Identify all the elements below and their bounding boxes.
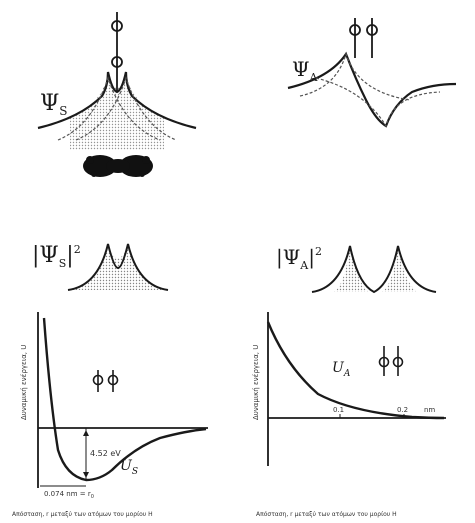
tick-label-0-1: 0.1: [333, 406, 344, 414]
psi-s-atomic-2: [75, 76, 177, 141]
equilibrium-distance-label: 0.074 nm = r0: [44, 490, 94, 500]
right-potential-graph: 0.1 0.2 nm UA Δυναμική ενέργεια, U Απόστ…: [252, 312, 446, 518]
psi-s-squared-panel: |ΨS|2: [32, 243, 169, 291]
antibonding-curve: [266, 321, 445, 420]
psi-a-squared-label: |ΨA|2: [276, 245, 322, 272]
spin-arrows-icon: [111, 12, 123, 92]
right-curve-label: UA: [332, 360, 351, 379]
binding-energy-label: 4.52 eV: [90, 449, 121, 458]
marker-arrow-up: [83, 430, 89, 436]
psi-s-wavefunction: [37, 71, 197, 130]
psi-a-squared-shade-2: [382, 248, 418, 292]
psi-a-positive-part: [299, 51, 411, 101]
left-curve-label: US: [120, 458, 138, 477]
psi-a-squared-shade-1: [334, 248, 370, 292]
psi-a-label: ΨA: [292, 57, 319, 84]
psi-s-squared-label: |ΨS|2: [32, 243, 81, 270]
psi-s-atomic-1: [57, 76, 161, 141]
psi-s-label: ΨS: [40, 91, 68, 118]
left-x-axis-label: Απόσταση, r μεταξύ των ατόμων του μορίου…: [12, 511, 153, 518]
psi-s-panel: ΨS: [37, 12, 197, 177]
psi-a-squared-panel: |ΨA|2: [276, 245, 437, 294]
psi-a-panel: ΨA: [287, 18, 457, 128]
psi-s-overlap-shade: [70, 78, 164, 150]
spin-parallel-icon: [378, 346, 404, 376]
psi-a-wavefunction: [287, 51, 457, 128]
bonding-curve: [42, 317, 207, 482]
spin-pair-icon: [92, 370, 119, 392]
marker-arrow-down: [83, 472, 89, 478]
tick-label-0-2: 0.2: [397, 406, 408, 414]
right-x-axis-label: Απόσταση, r μεταξύ των ατόμων του μορίου…: [256, 511, 397, 518]
left-potential-graph: 4.52 eV 0.074 nm = r0 US Δυναμική ενέργε…: [12, 312, 208, 518]
psi-a-squared-curve: [311, 245, 437, 294]
spin-arrows-icon: [349, 18, 378, 58]
electron-cloud-icon: [83, 155, 153, 177]
psi-a-negative-part: [315, 77, 441, 128]
unit-label: nm: [424, 406, 435, 414]
left-y-axis-label: Δυναμική ενέργεια, U: [20, 345, 28, 420]
right-y-axis-label: Δυναμική ενέργεια, U: [252, 345, 260, 420]
psi-s-squared-curve: [67, 243, 169, 291]
